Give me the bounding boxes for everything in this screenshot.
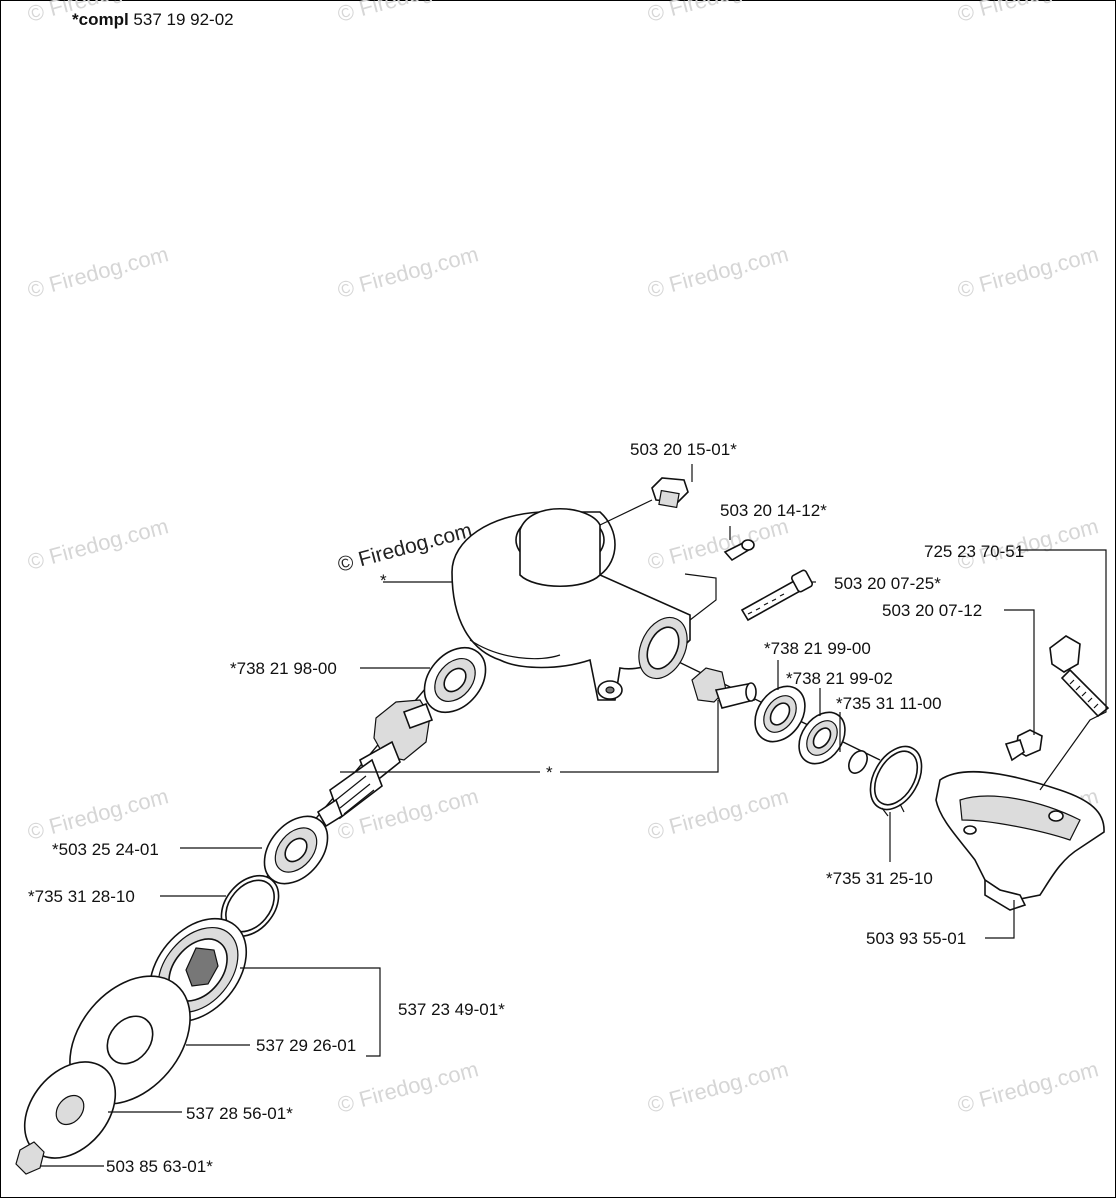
bearing-503-25-24-01 bbox=[263, 815, 329, 885]
label-bearing-738-98: *738 21 98-00 bbox=[230, 659, 337, 678]
label-cup: 537 29 26-01 bbox=[256, 1036, 356, 1055]
watermark: © Firedog.com bbox=[955, 1056, 1101, 1118]
watermark: © Firedog.com bbox=[25, 783, 171, 845]
nut-part bbox=[15, 1141, 45, 1175]
label-nut: 503 85 63-01* bbox=[106, 1157, 213, 1176]
long-bolt-part bbox=[740, 569, 814, 622]
leader-lines bbox=[40, 464, 1107, 1167]
parts-drawing bbox=[15, 477, 1110, 1175]
watermark: © Firedog.com bbox=[645, 513, 791, 575]
watermark: © Firedog.com bbox=[955, 241, 1101, 303]
gear-housing bbox=[451, 508, 691, 701]
watermark: © Firedog.com bbox=[335, 0, 481, 27]
label-circlip-735-11: *735 31 11-00 bbox=[836, 694, 942, 713]
guard-part bbox=[935, 770, 1105, 911]
watermark: © Firedog.com bbox=[335, 1056, 481, 1118]
label-bolt-long: 503 20 07-25* bbox=[834, 574, 941, 593]
label-bolt-725: 725 23 70-51 bbox=[924, 542, 1024, 561]
bearing-738-21-99-00 bbox=[754, 685, 806, 743]
watermark: © Firedog.com bbox=[645, 241, 791, 303]
hex-bolt-725-part bbox=[1049, 635, 1110, 718]
label-washer: 537 28 56-01* bbox=[186, 1104, 293, 1123]
ring-735-31-11-00 bbox=[848, 750, 868, 774]
label-gearbox: * bbox=[380, 571, 387, 590]
watermark: © Firedog.com bbox=[25, 513, 171, 575]
pinion-gear-part bbox=[691, 667, 757, 709]
watermark: © Firedog.com bbox=[645, 783, 791, 845]
label-plug: 503 20 15-01* bbox=[630, 440, 737, 459]
label-bearing-503-25: *503 25 24-01 bbox=[52, 840, 159, 859]
label-gear: * bbox=[546, 763, 553, 782]
bearing-738-21-99-02 bbox=[798, 711, 846, 765]
watermark: © Firedog.com bbox=[335, 241, 481, 303]
circlip-735-31-28-10 bbox=[220, 874, 280, 938]
small-screw-part bbox=[723, 539, 755, 562]
bearing-738-21-98-00 bbox=[423, 646, 487, 714]
label-bearing-738-99-02: *738 21 99-02 bbox=[786, 669, 893, 688]
plug-part bbox=[651, 477, 689, 509]
label-circlip-735-28: *735 31 28-10 bbox=[28, 887, 135, 906]
circlip-735-31-25-10 bbox=[869, 745, 923, 817]
header-label: *compl 537 19 92-02 bbox=[72, 10, 234, 29]
label-bearing-738-99-00: *738 21 99-00 bbox=[764, 639, 871, 658]
label-guard: 503 93 55-01 bbox=[866, 929, 966, 948]
screw-guard-part bbox=[1004, 729, 1043, 762]
label-circlip-735-25: *735 31 25-10 bbox=[826, 869, 933, 888]
watermark: © Firedog.com bbox=[645, 1056, 791, 1118]
watermark: © Firedog.com bbox=[25, 241, 171, 303]
label-screw-guard: 503 20 07-12 bbox=[882, 601, 982, 620]
part-labels: 503 20 15-01* 503 20 14-12* 503 20 07-25… bbox=[28, 440, 1024, 1176]
label-kit: 537 23 49-01* bbox=[398, 1000, 505, 1019]
watermark: © Firedog.com bbox=[955, 0, 1101, 27]
label-screw-small: 503 20 14-12* bbox=[720, 501, 827, 520]
gear-shaft-part bbox=[316, 699, 434, 828]
watermark: © Firedog.com bbox=[645, 0, 791, 27]
